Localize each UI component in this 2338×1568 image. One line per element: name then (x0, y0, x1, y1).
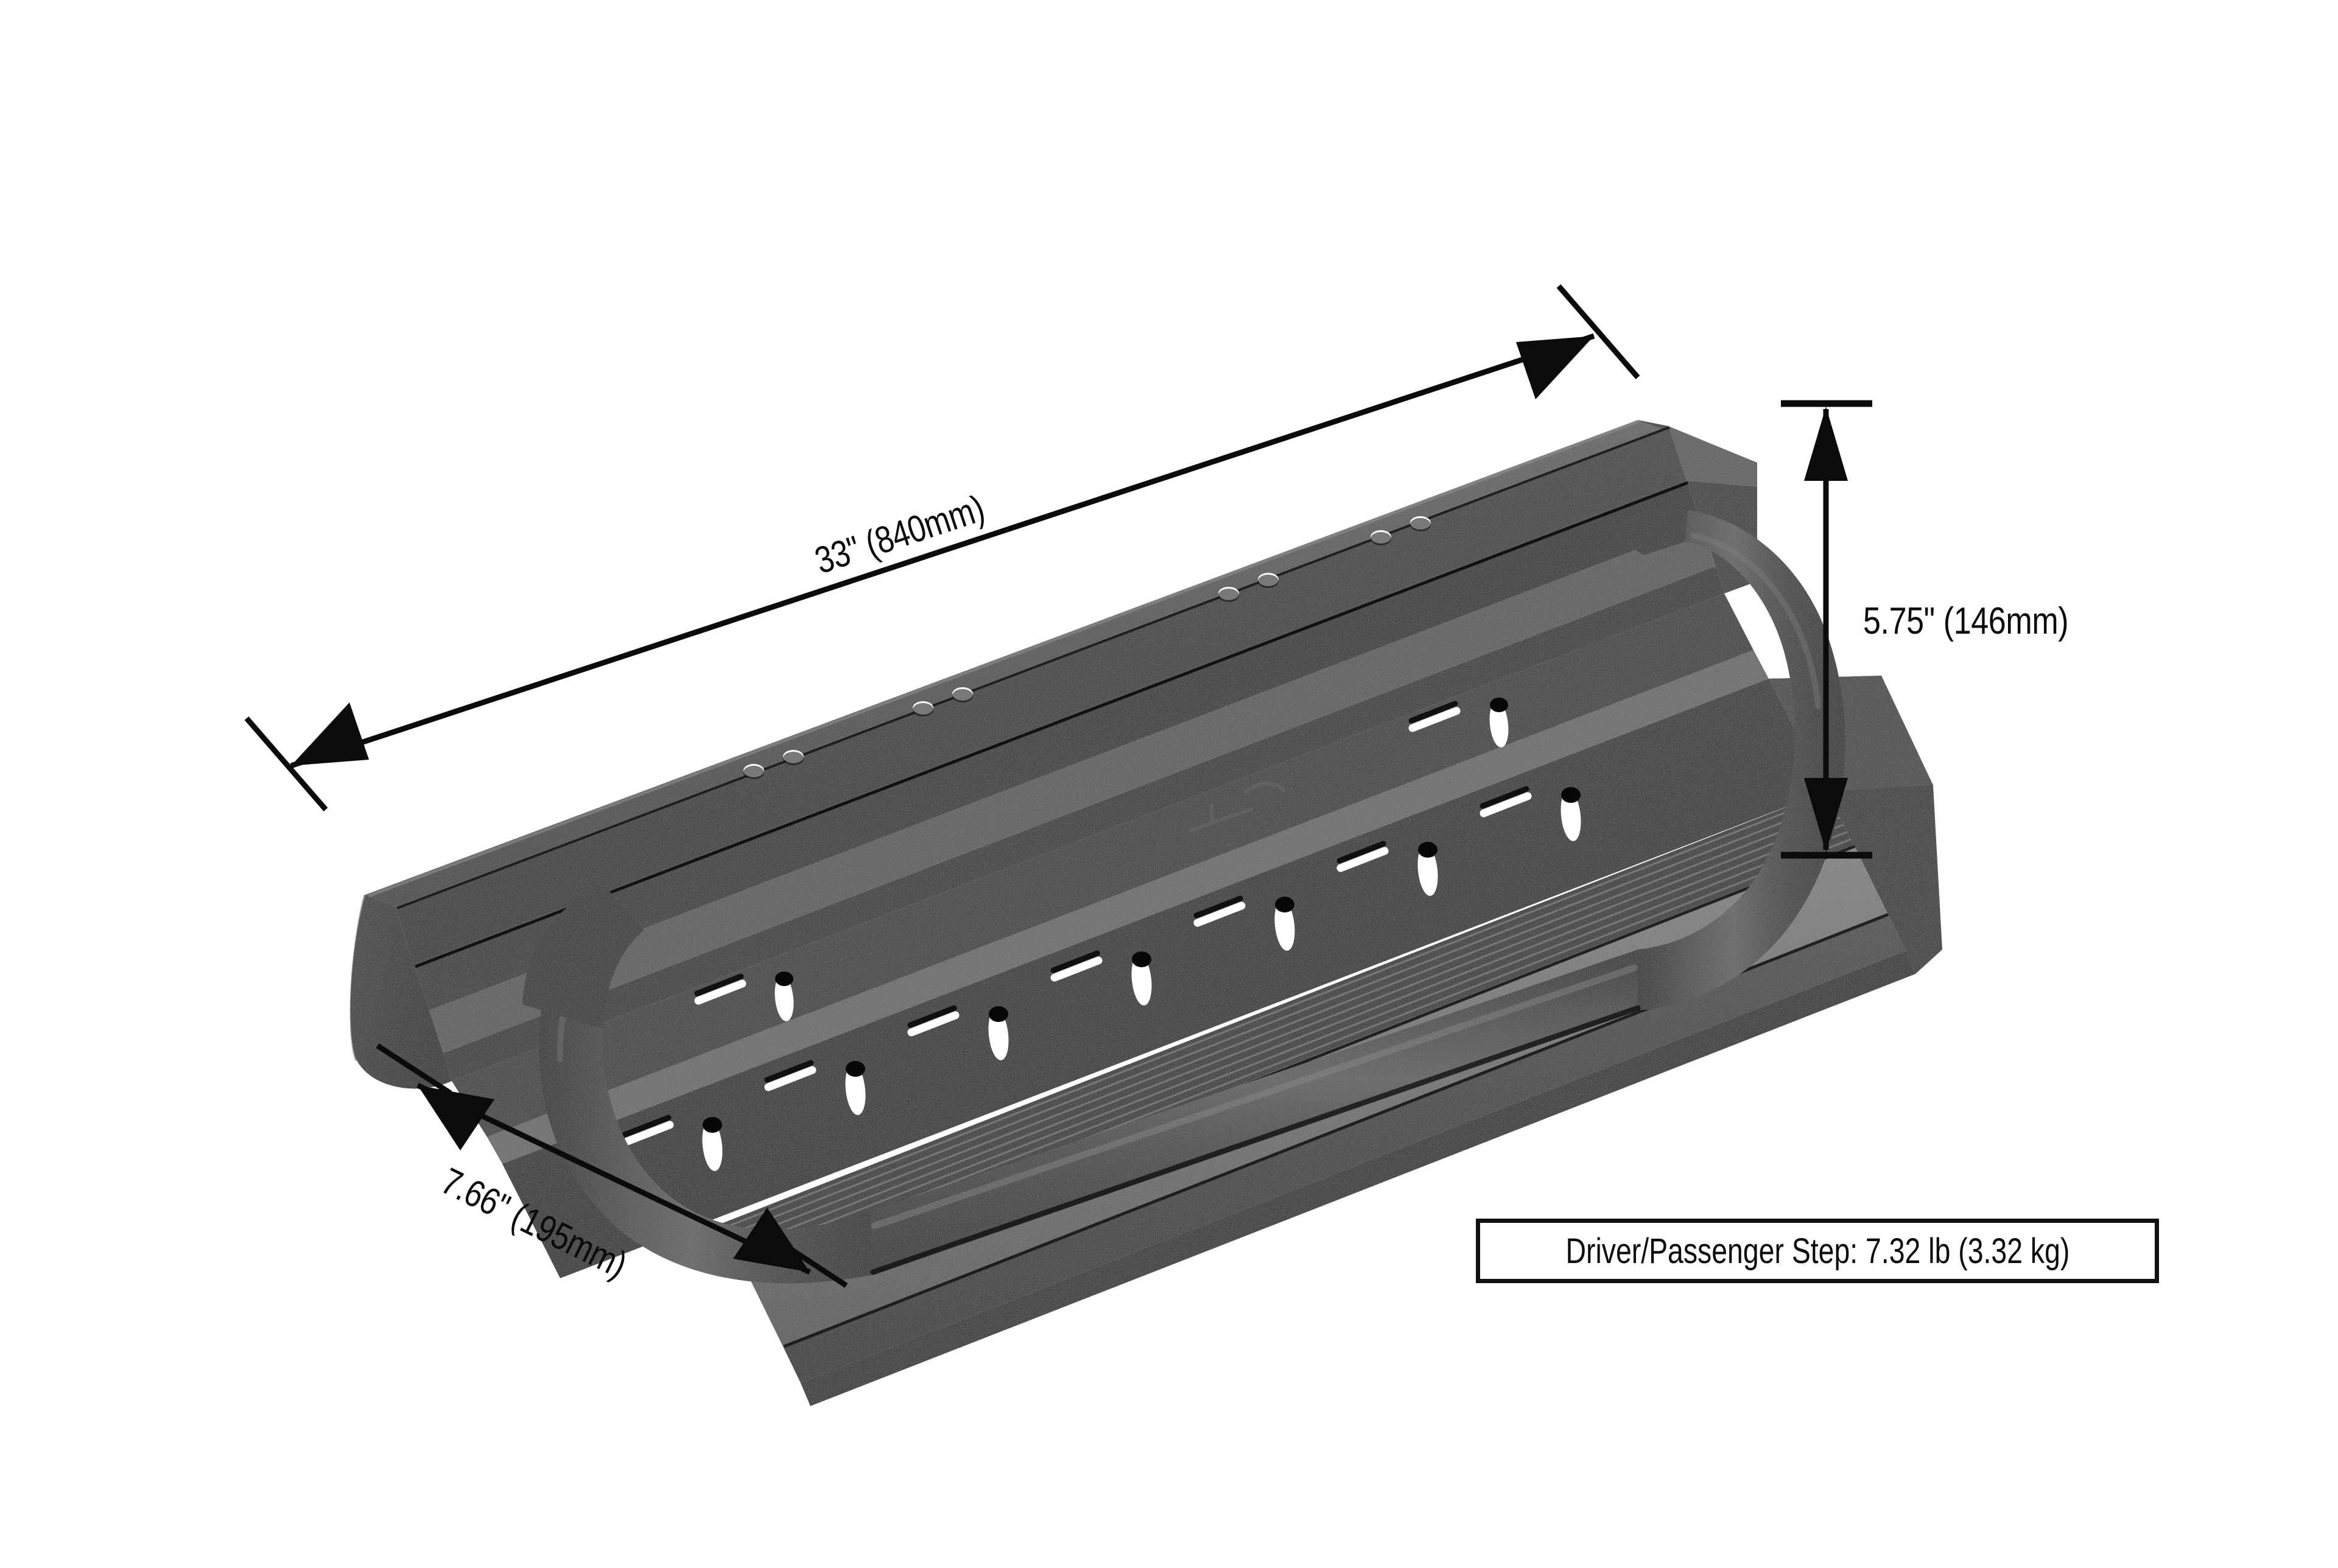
weight-callout-text: Driver/Passenger Step: 7.32 lb (3.32 kg) (1565, 1231, 2069, 1271)
dimension-length (244, 284, 1640, 811)
weight-callout-box: Driver/Passenger Step: 7.32 lb (3.32 kg) (1476, 1219, 2159, 1283)
arrowhead-left (291, 702, 369, 766)
dimension-depth (376, 1043, 848, 1288)
arrowhead-top (1804, 407, 1848, 481)
mounting-rail (349, 419, 1757, 1089)
arrowhead-start (418, 1085, 494, 1150)
dimension-height (1781, 400, 1872, 859)
arrowhead-right (1516, 336, 1594, 399)
dimension-label-height: 5.75" (146mm) (1863, 600, 2069, 642)
mount-hole-pair-2 (913, 687, 973, 716)
bar-gusset-left (522, 884, 644, 1029)
arrowhead-end (733, 1208, 810, 1272)
mount-hole-pair-3 (1218, 573, 1279, 602)
step-pad: Vantage (452, 593, 1942, 1406)
mount-hole-pair-4 (1371, 516, 1431, 545)
arrowhead-bottom (1804, 778, 1848, 852)
mount-hole-pair-1 (743, 750, 804, 779)
step-slots (622, 698, 1581, 1171)
bar-gusset-right (1611, 508, 1688, 555)
end-cap (350, 895, 452, 1089)
